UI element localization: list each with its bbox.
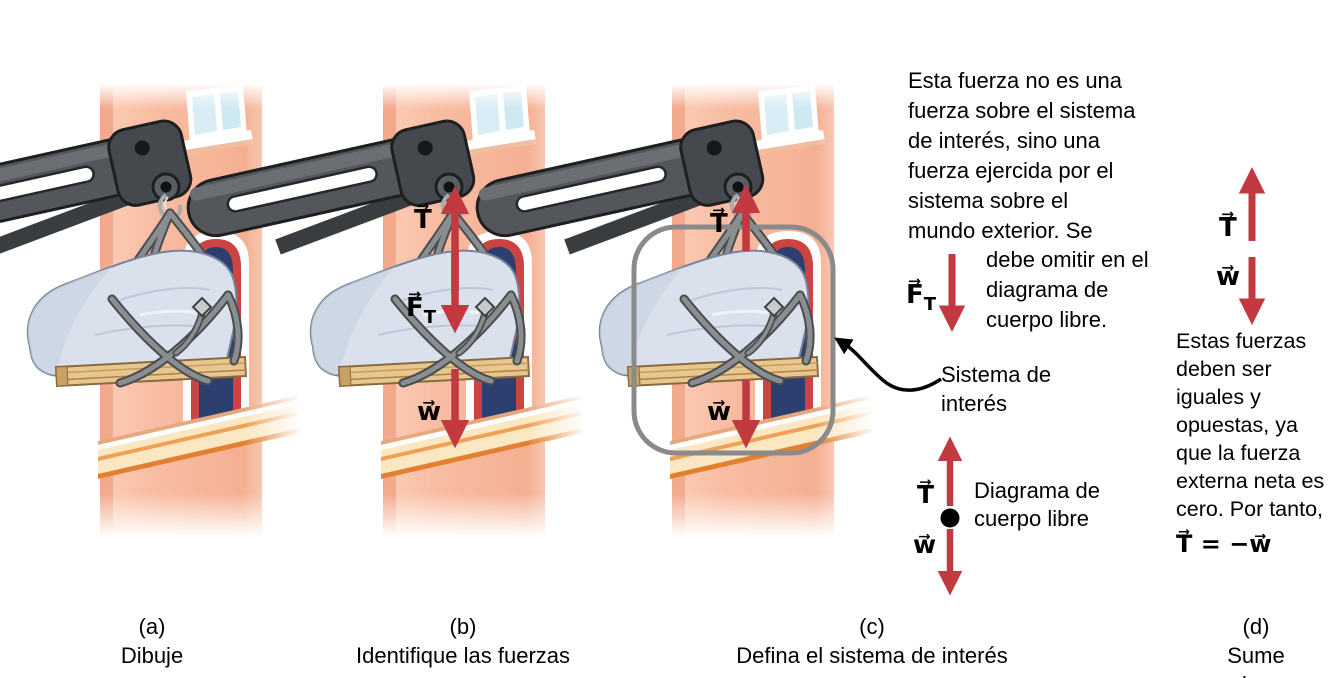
force-on-crane-label-b: F⃗T — [406, 291, 437, 328]
omit-note-part2: debe omitir en el diagrama de cuerpo lib… — [986, 247, 1149, 332]
tension-label-b: T⃗ — [414, 203, 432, 235]
panel-b-forces: T⃗ F⃗T w⃗ — [406, 185, 470, 449]
caption-panel-b: (b) Identifique las fuerzas — [356, 612, 570, 670]
fbd-point-mass — [940, 508, 960, 528]
omit-note-part1: Esta fuerza no es una fuerza sobre el si… — [908, 68, 1136, 243]
tension-label-d: T⃗ — [1219, 211, 1237, 243]
caption-letter-a: (a) — [138, 614, 166, 639]
system-of-interest-label: Sistema de interés — [941, 362, 1052, 416]
panel-a-illustration — [0, 83, 302, 545]
force-on-crane-label-note: F⃗T — [906, 278, 937, 315]
weight-label-d: w⃗ — [1216, 262, 1240, 292]
caption-panel-d: (d) Sume las fuerzas — [1212, 612, 1300, 678]
caption-letter-b: (b) — [449, 614, 477, 639]
panel-d-forces: T⃗ w⃗ — [1216, 167, 1266, 325]
caption-text-a: Dibuje — [120, 643, 184, 668]
caption-panel-c: (c) Defina el sistema de interés — [736, 612, 1007, 670]
panel-c-forces: T⃗ w⃗ — [631, 184, 942, 456]
caption-text-b: Identifique las fuerzas — [355, 643, 571, 668]
caption-panel-a: (a) Dibuje — [121, 612, 183, 670]
sum-note: Estas fuerzas deben ser iguales y opuest… — [1176, 329, 1325, 521]
caption-text-c: Defina el sistema de interés — [736, 643, 1008, 668]
free-body-diagram-label: Diagrama de cuerpo libre — [974, 478, 1100, 531]
system-pointer-arrow — [834, 337, 942, 392]
weight-label-c: w⃗ — [707, 397, 731, 427]
system-boundary-box — [631, 224, 836, 456]
free-body-diagram: T⃗ w⃗ — [913, 436, 963, 596]
caption-letter-d: (d) — [1242, 614, 1270, 639]
equation: T⃗ = −w⃗ — [1176, 530, 1272, 558]
weight-label-b: w⃗ — [417, 397, 441, 427]
tension-label-c: T⃗ — [710, 207, 728, 239]
fbd-tension-label: T⃗ — [917, 479, 934, 509]
caption-text-d: Sume las fuerzas — [1227, 643, 1285, 678]
fbd-weight-label: w⃗ — [913, 530, 936, 559]
caption-letter-c: (c) — [859, 614, 885, 639]
omitted-force-annotation: F⃗T — [906, 254, 966, 332]
